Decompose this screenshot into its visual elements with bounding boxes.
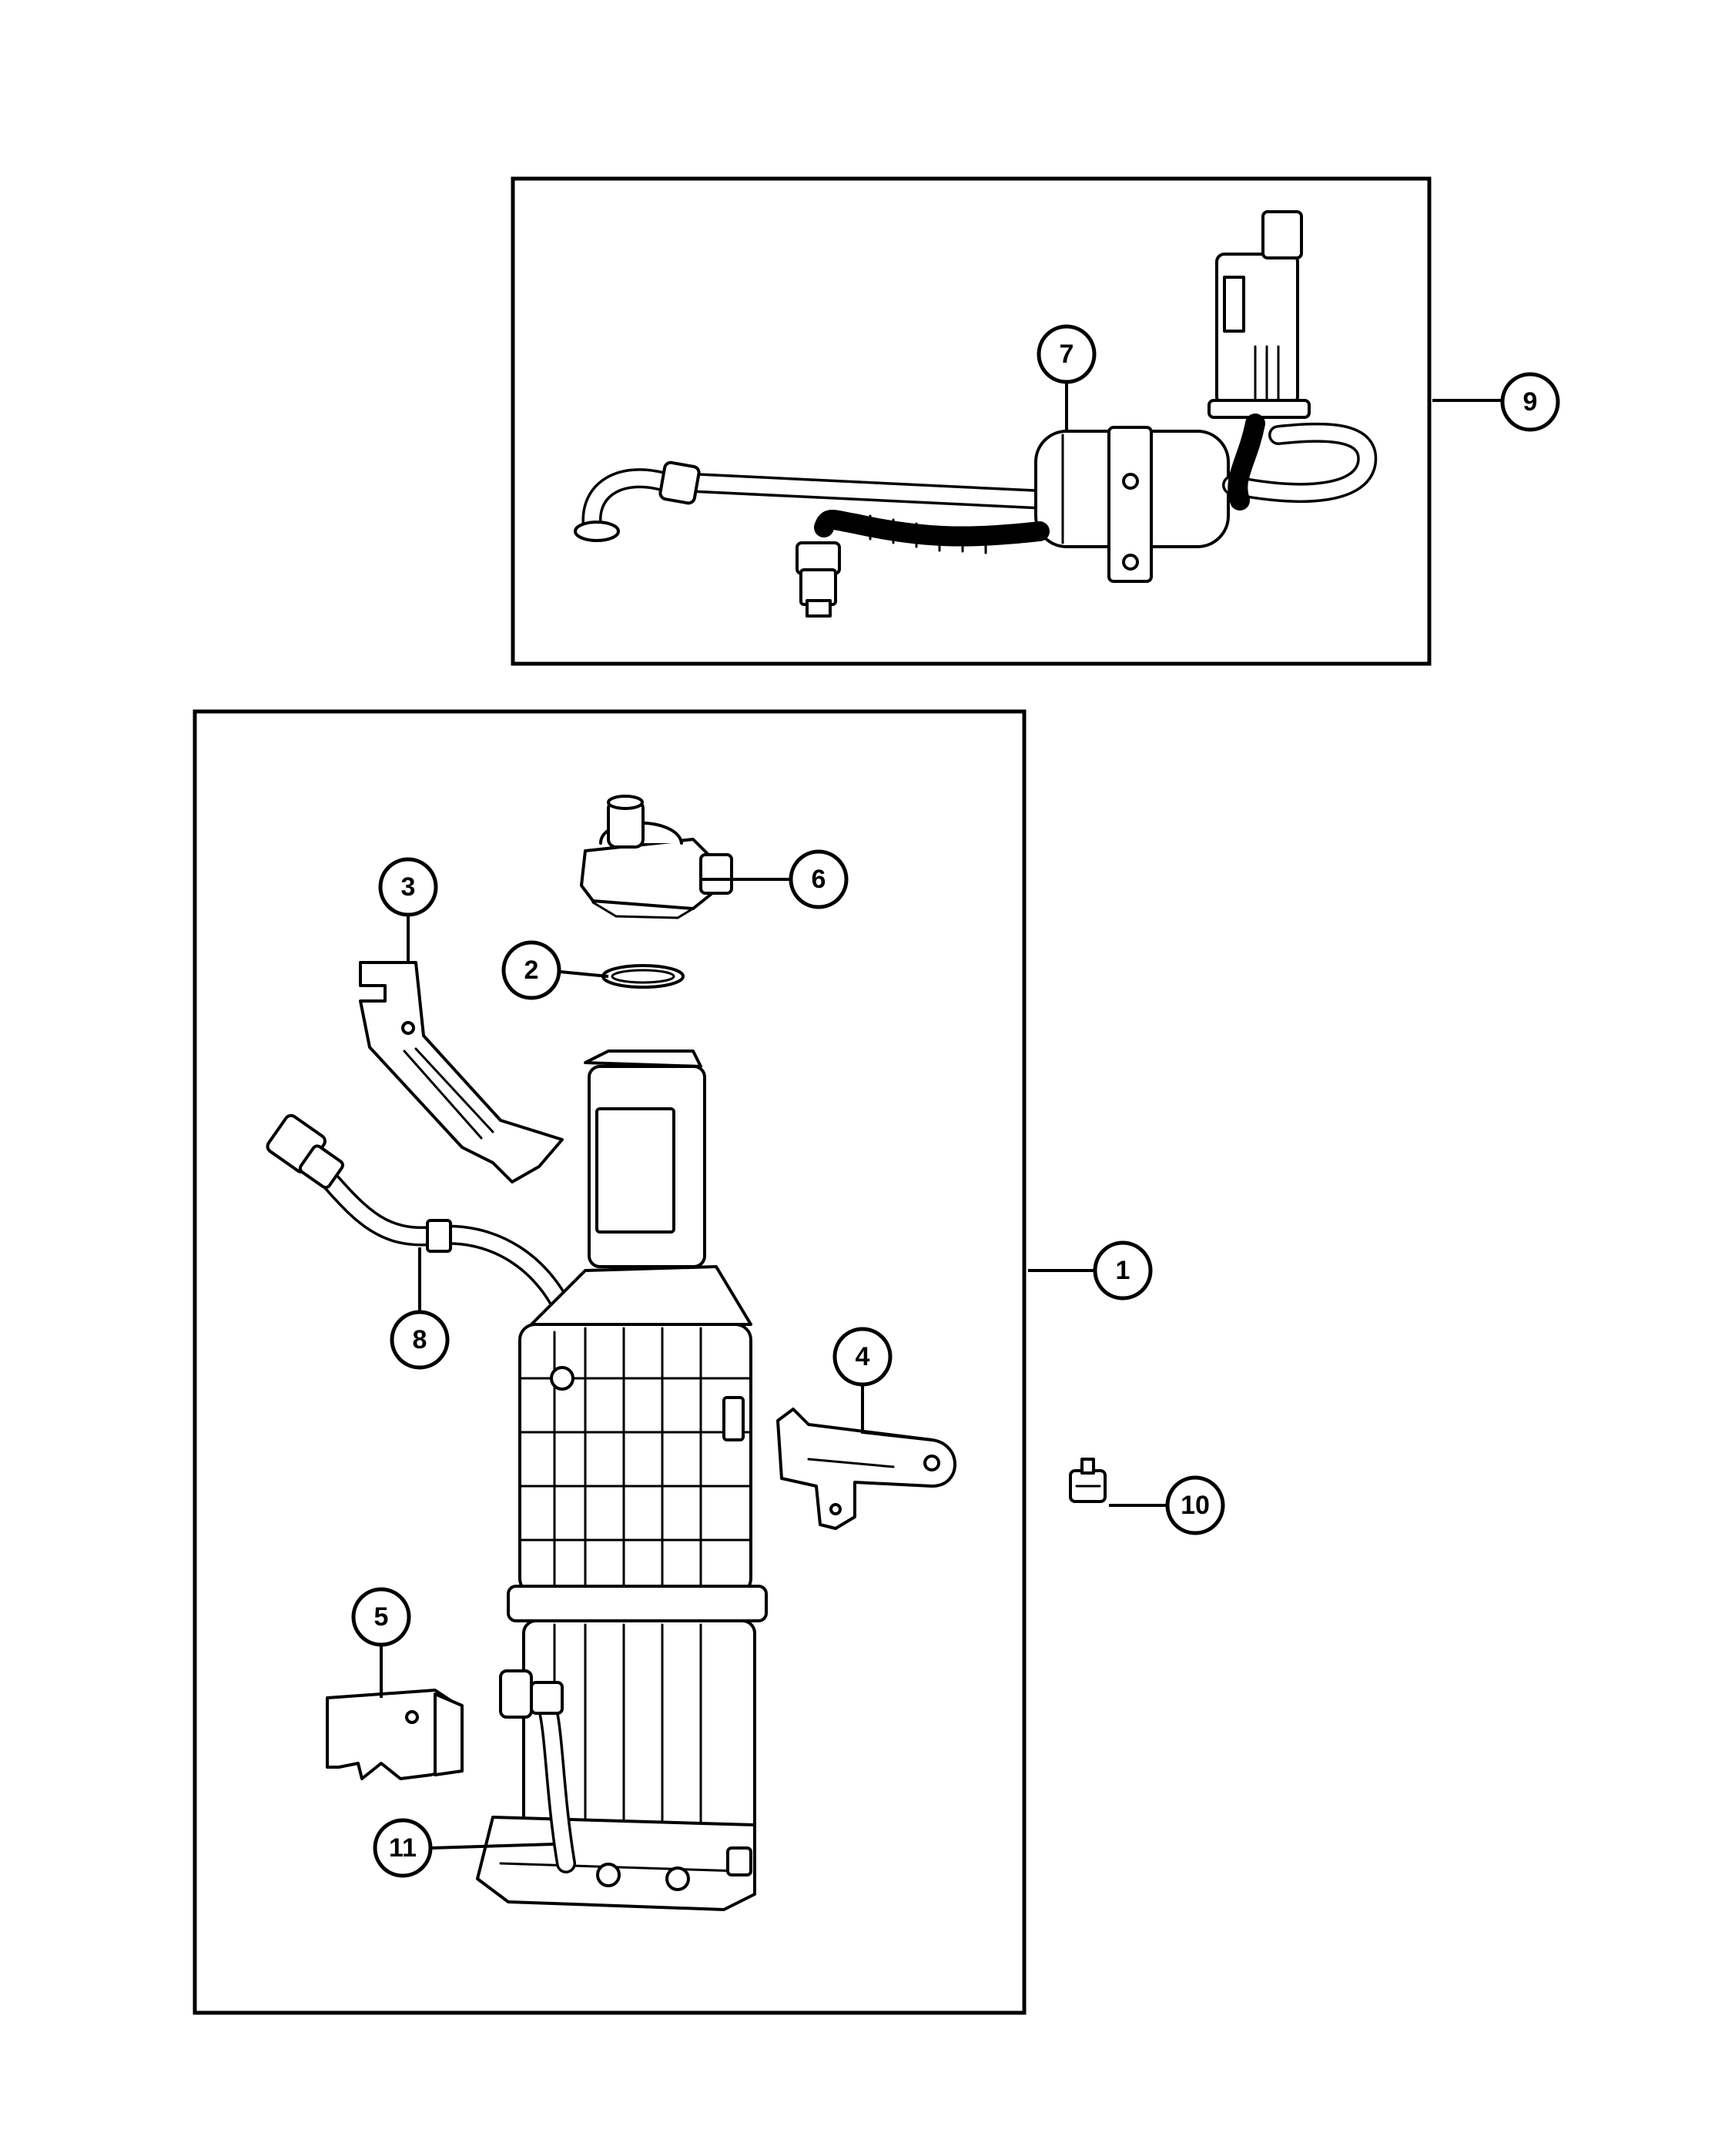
callout-8: 8: [390, 1310, 450, 1370]
callout-7: 7: [1037, 324, 1097, 384]
vapor-canister: [476, 1050, 768, 1911]
callout-9-label: 9: [1523, 387, 1538, 417]
callout-2: 2: [501, 940, 561, 1000]
leak-detection-pump-frame: [511, 176, 1432, 666]
lower-bracket: [326, 1689, 464, 1780]
callout-5-label: 5: [374, 1602, 389, 1632]
upper-bracket: [359, 961, 564, 1183]
callout-8-label: 8: [413, 1325, 427, 1354]
callout-6: 6: [789, 849, 849, 909]
vent-valve: [580, 795, 733, 919]
callout-11: 11: [373, 1818, 433, 1878]
callout-5: 5: [351, 1587, 411, 1647]
callout-3: 3: [378, 857, 438, 917]
callout-7-label: 7: [1060, 340, 1074, 369]
o-ring: [601, 964, 685, 989]
callout-4-label: 4: [856, 1342, 870, 1371]
vapor-canister-frame: [193, 709, 1027, 2015]
callout-1-label: 1: [1116, 1256, 1130, 1285]
callout-1: 1: [1093, 1240, 1153, 1301]
canister-hose: [530, 1681, 576, 1873]
callout-3-label: 3: [401, 872, 416, 902]
leak-detection-pump-assembly: [574, 210, 1378, 618]
bolt: [1069, 1458, 1107, 1503]
callout-10: 10: [1165, 1475, 1225, 1535]
callout-4: 4: [832, 1327, 893, 1387]
callout-11-label: 11: [389, 1833, 417, 1863]
callout-10-label: 10: [1181, 1491, 1210, 1520]
callout-9: 9: [1500, 372, 1560, 432]
side-bracket: [776, 1408, 956, 1530]
callout-2-label: 2: [524, 956, 539, 985]
callout-6-label: 6: [812, 865, 826, 894]
